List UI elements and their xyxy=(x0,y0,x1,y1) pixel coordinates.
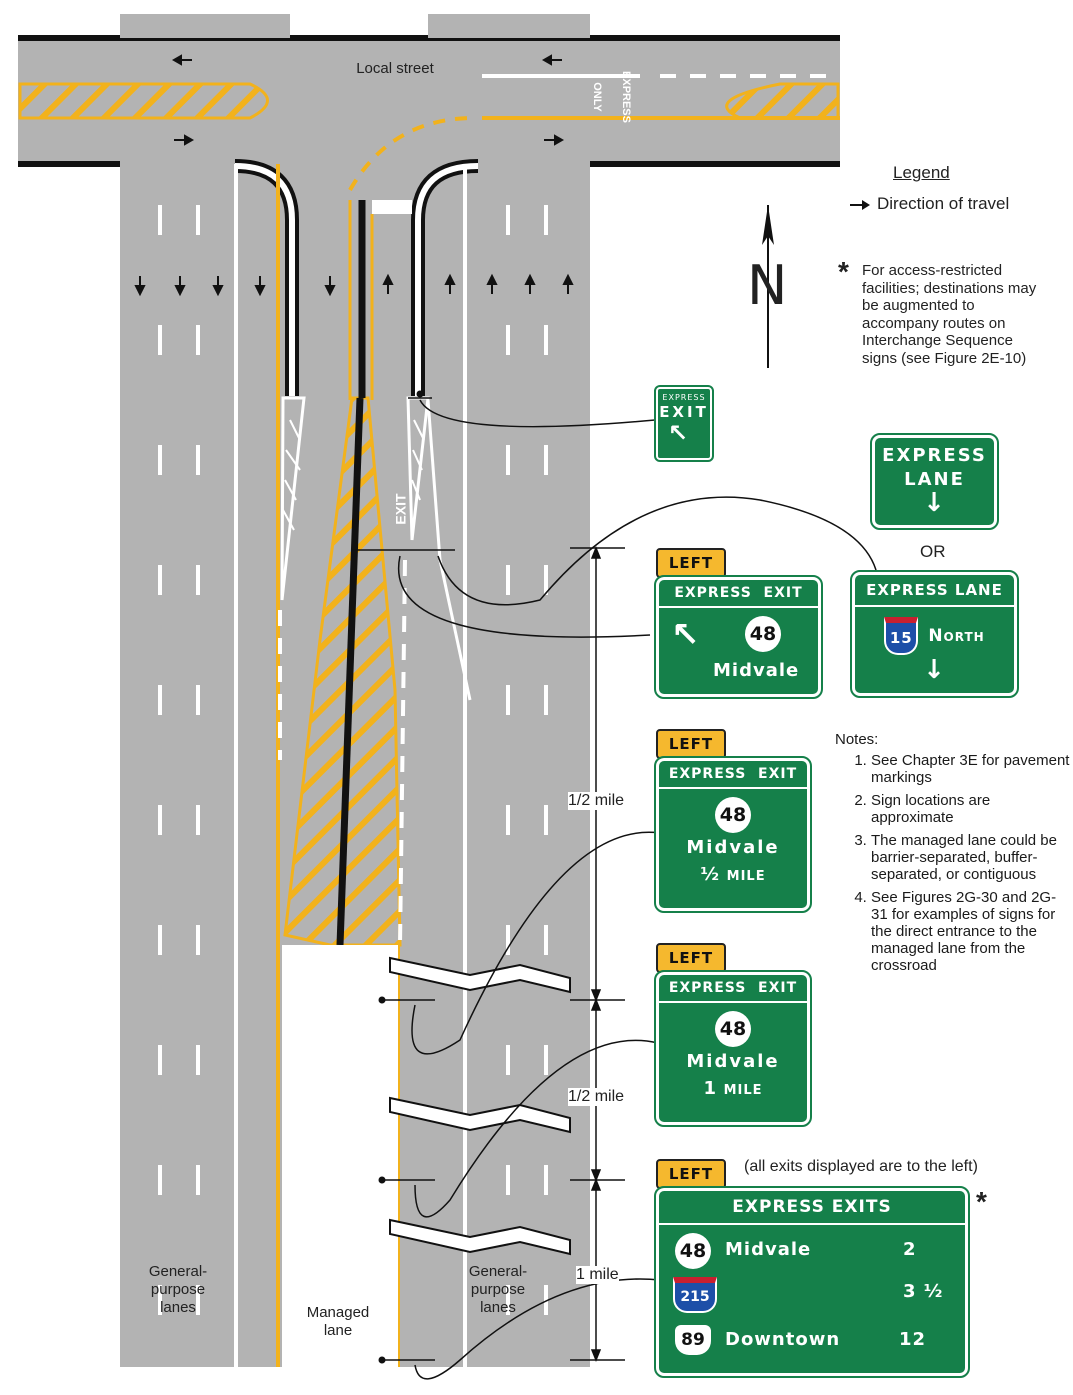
sign-c-header: EXPRESS EXIT xyxy=(659,975,807,1003)
sign-d-row-1-dist: 2 xyxy=(903,1239,917,1260)
legend-direction-label: Direction of travel xyxy=(877,194,1010,213)
interstate-15-shield-icon: 15 xyxy=(884,617,919,655)
sign-express-exit-arrow: EXPRESS EXIT ↖ 48 Midvale xyxy=(654,575,823,699)
freeway-left-pavement xyxy=(120,164,290,1367)
interstate-215-shield-icon: 215 xyxy=(673,1277,717,1313)
sign-d-row-2-dist: 3 ½ xyxy=(903,1281,944,1302)
pavement-express-text: EXPRESS xyxy=(619,71,632,123)
pavement-only-text: ONLY xyxy=(590,82,603,112)
sign-d-row-3-dest: Downtown xyxy=(725,1329,841,1350)
down-arrow-icon: ↓ xyxy=(923,655,946,685)
notes-title: Notes: xyxy=(835,731,879,748)
up-left-arrow-icon: ↖ xyxy=(671,615,701,655)
north-label: N xyxy=(747,254,788,317)
distance-3: 1 mile xyxy=(576,1266,619,1284)
us-89-shield-icon: 89 xyxy=(675,1325,711,1355)
local-street-label: Local street xyxy=(356,60,434,77)
sign-express-exit-half-mile: EXPRESS EXIT 48 Midvale ½ MILE xyxy=(654,756,812,913)
sign-b-distance-unit: MILE xyxy=(726,869,766,884)
sign-express-lane-line2: LANE xyxy=(904,469,965,490)
down-arrow-icon: ↓ xyxy=(923,488,946,518)
sign-d-row-1-dest: Midvale xyxy=(725,1239,812,1260)
sign-c-destination: Midvale xyxy=(686,1051,780,1072)
legend-title: Legend xyxy=(893,163,950,182)
sign-b-header: EXPRESS EXIT xyxy=(659,761,807,789)
all-exits-note: (all exits displayed are to the left) xyxy=(744,1158,978,1175)
note-item: Sign locations are approximate xyxy=(871,792,1071,826)
notes-block: Notes: See Chapter 3E for pavement marki… xyxy=(835,731,1071,980)
sign-b-distance-number: ½ xyxy=(700,864,721,885)
sign-small-main: EXIT xyxy=(659,403,709,421)
exit-48-shield-icon: 48 xyxy=(715,1011,751,1047)
exit-48-shield-icon: 48 xyxy=(715,797,751,833)
left-plaque-c: LEFT xyxy=(656,943,726,973)
sign-c-distance-number: 1 xyxy=(703,1078,717,1099)
exit-48-shield-icon: 48 xyxy=(745,616,781,652)
sign-a-header: EXPRESS EXIT xyxy=(659,580,818,608)
note-item: See Chapter 3E for pavement markings xyxy=(871,752,1071,786)
sign-small-top: EXPRESS xyxy=(662,393,706,402)
distance-1: 1/2 mile xyxy=(568,792,625,810)
sign-d-row-3-dist: 12 xyxy=(899,1329,927,1350)
sign-north-direction: North xyxy=(928,626,985,646)
sign-a-destination: Midvale xyxy=(713,660,800,681)
general-lanes-right-label: General- purpose lanes xyxy=(468,1263,528,1316)
sign-express-lane: EXPRESS LANE ↓ xyxy=(870,433,999,530)
sign-express-lane-line1: EXPRESS xyxy=(882,445,987,466)
sign-b-destination: Midvale xyxy=(686,837,780,858)
general-lanes-left-label: General- purpose lanes xyxy=(148,1263,208,1316)
sign-small-arrow-icon: ↖ xyxy=(668,419,690,447)
sign-c-distance-unit: MILE xyxy=(723,1083,763,1098)
sign-express-lane-north: EXPRESS LANE 15 North ↓ xyxy=(850,570,1019,698)
sign-express-exit-small: EXPRESS EXIT ↖ xyxy=(654,385,714,462)
asterisk-symbol: * xyxy=(838,256,849,287)
sign-express-exits-list: EXPRESS EXITS 48 Midvale 2 215 3 ½ 89 Do… xyxy=(654,1186,970,1378)
left-plaque-b: LEFT xyxy=(656,729,726,759)
note-item: The managed lane could be barrier-separa… xyxy=(871,832,1071,883)
asterisk-note: For access-restricted facilities; destin… xyxy=(862,262,1037,367)
distance-2: 1/2 mile xyxy=(568,1088,625,1106)
pavement-exit-text: EXIT xyxy=(392,493,409,525)
managed-lane-end-block xyxy=(282,945,398,1367)
note-item: See Figures 2G-30 and 2G-31 for examples… xyxy=(871,889,1071,974)
left-plaque-d: LEFT xyxy=(656,1159,726,1189)
sign-express-exit-one-mile: EXPRESS EXIT 48 Midvale 1 MILE xyxy=(654,970,812,1127)
sign-d-header: EXPRESS EXITS xyxy=(659,1191,965,1225)
sign-north-header: EXPRESS LANE xyxy=(855,575,1014,607)
managed-lane-label: Managed lane xyxy=(290,1304,386,1340)
exit-48-shield-icon: 48 xyxy=(675,1233,711,1269)
left-plaque-a: LEFT xyxy=(656,548,726,578)
or-label: OR xyxy=(920,542,946,561)
asterisk-symbol-sign: * xyxy=(976,1186,987,1217)
